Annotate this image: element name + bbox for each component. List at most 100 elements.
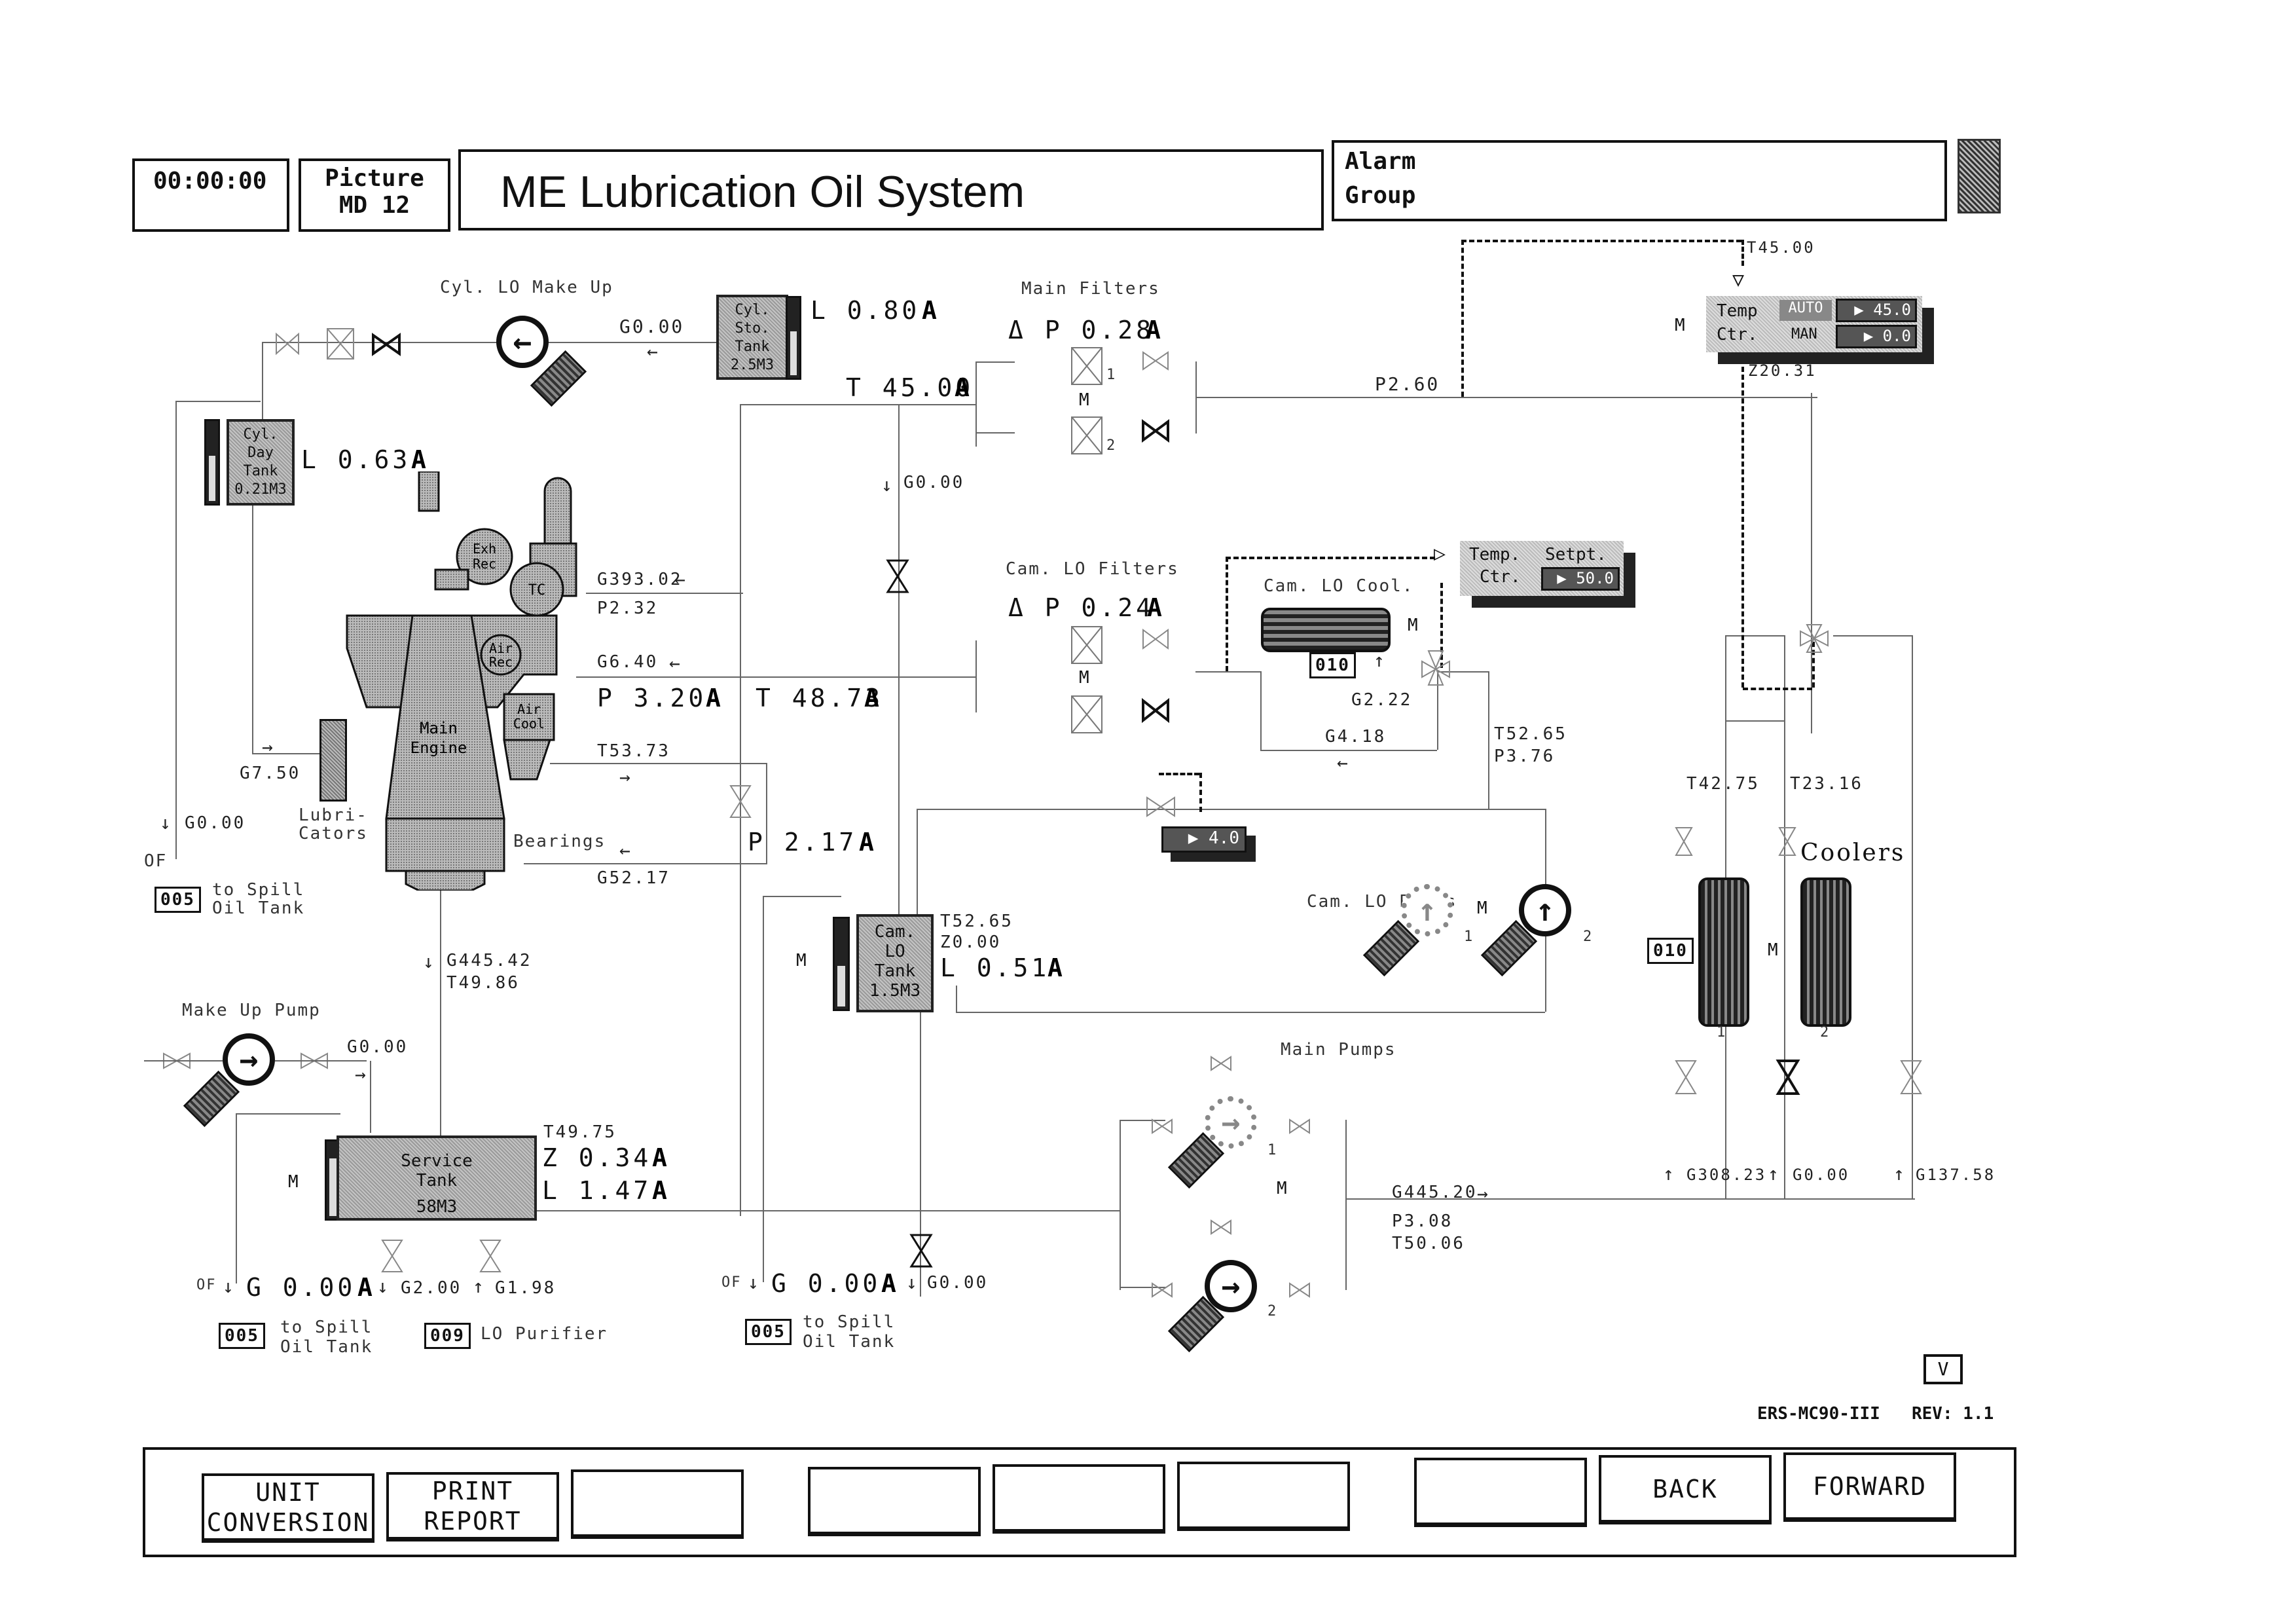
cyl-day-tank[interactable]: Cyl. Day Tank 0.21M3 <box>227 419 295 506</box>
cam-lo-cooler[interactable] <box>1261 608 1391 652</box>
svg-text:Cool: Cool <box>513 716 545 731</box>
cam-filter-changeover-valves-icon[interactable] <box>1139 622 1172 733</box>
cooler-outlet-valves-icon[interactable] <box>1660 1054 1922 1100</box>
alarm-group-box[interactable]: Alarm Group <box>1332 140 1947 221</box>
function-key-6[interactable] <box>1177 1462 1350 1531</box>
lubricators-block[interactable] <box>319 719 347 802</box>
back-button[interactable]: BACK <box>1599 1455 1772 1524</box>
cam-lo-temp-controller[interactable]: Temp. Ctr. Setpt. ▶ 50.0 <box>1460 541 1624 596</box>
spill-tank-link-button[interactable]: 005 <box>219 1323 265 1349</box>
pump-number: 2 <box>1267 1303 1278 1320</box>
cam-bypass-valve-icon[interactable] <box>1144 786 1177 825</box>
cyl-lo-makeup-pump[interactable]: ← <box>496 316 549 368</box>
alarm-indicator: A <box>1147 593 1162 622</box>
main-filters-label: Main Filters <box>1021 279 1160 299</box>
cam-lo-cooler-label: Cam. LO Cool. <box>1264 576 1414 596</box>
lubricators-label: Lubri- <box>299 805 368 825</box>
tank-label: Sto. <box>735 320 770 337</box>
cam-three-way-valve-icon[interactable] <box>1419 648 1452 688</box>
mode-indicator: M <box>1079 390 1091 410</box>
flow-arrow-down-icon: ↓ <box>906 1272 919 1293</box>
main-engine-icon[interactable]: Main Engine Exh Rec TC Air Rec Air Cool <box>340 471 615 891</box>
bearings-valve-icon[interactable] <box>724 782 757 821</box>
main-pumps-temp: T50.06 <box>1392 1234 1465 1253</box>
cyl-sto-tank-level-gauge <box>786 296 801 380</box>
v-button[interactable]: V <box>1923 1354 1963 1384</box>
main-pump-1[interactable]: → <box>1205 1096 1257 1149</box>
flow-arrow-up-icon: ↑ <box>1768 1163 1781 1185</box>
control-signal-line <box>1461 240 1741 242</box>
lo-cooler-1[interactable] <box>1698 877 1749 1027</box>
main-lo-temp-controller[interactable]: Temp Ctr. AUTO ▶ 45.0 MAN ▶ 0.0 <box>1706 296 1922 352</box>
cam-bypass-valve-field[interactable]: ▶ 4.0 <box>1161 826 1247 853</box>
man-mode-button[interactable]: MAN <box>1791 326 1817 342</box>
alarm-indicator: A <box>411 445 426 474</box>
cyl-sto-tank[interactable]: Cyl. Sto. Tank 2.5M3 <box>716 295 788 380</box>
unit-conversion-button[interactable]: UNIT CONVERSION <box>202 1473 374 1543</box>
cam-lo-tank[interactable]: Cam. LO Tank 1.5M3 <box>856 914 934 1012</box>
cam-supply-valve-icon[interactable] <box>881 557 914 596</box>
svg-text:Main: Main <box>420 719 458 737</box>
function-key-7[interactable] <box>1414 1458 1587 1527</box>
filter-number: 1 <box>1106 367 1117 383</box>
cooler-bypass-three-way-valve-icon[interactable] <box>1798 622 1831 655</box>
bearings-label: Bearings <box>513 832 606 851</box>
bearings-pressure: P 2.17 <box>748 828 858 857</box>
main-pump-2[interactable]: → <box>1205 1260 1257 1312</box>
purifier-out-flow: G2.00 <box>401 1278 462 1298</box>
filter-changeover-valves-icon[interactable] <box>1139 341 1172 452</box>
makeup-pump[interactable]: → <box>223 1033 275 1086</box>
spill-tank-link-button[interactable]: 005 <box>745 1319 792 1345</box>
cooling-water-link-button[interactable]: 010 <box>1309 652 1356 678</box>
alarm-label: Alarm <box>1345 148 1416 175</box>
engine-drain-temp: T49.86 <box>446 973 520 993</box>
print-report-button[interactable]: PRINT REPORT <box>386 1472 559 1541</box>
cooler-inlet-valves-icon[interactable] <box>1672 825 1803 858</box>
alarm-indicator: A <box>955 373 970 402</box>
picture-id-box: Picture MD 12 <box>299 158 450 232</box>
function-key-5[interactable] <box>993 1464 1165 1534</box>
service-tank[interactable]: Service Tank 58M3 <box>337 1135 537 1221</box>
cooling-water-link-button[interactable]: 010 <box>1647 938 1694 964</box>
main-lo-temp: T 48.73 <box>756 684 884 712</box>
cam-lo-pump-2[interactable]: ↑ <box>1519 884 1571 936</box>
cam-lo-pump-1[interactable]: ↑ <box>1401 884 1453 936</box>
cam-lo-filter-1[interactable] <box>1071 626 1102 664</box>
man-output-field[interactable]: ▶ 0.0 <box>1836 325 1917 348</box>
makeup-valves-icon[interactable] <box>144 1051 393 1071</box>
alarm-indicator: A <box>1048 953 1063 982</box>
mode-indicator: M <box>1277 1179 1288 1198</box>
main-filter-2[interactable] <box>1071 416 1102 454</box>
auto-setpoint-field[interactable]: ▶ 45.0 <box>1836 299 1917 322</box>
spill-tank-link-button[interactable]: 005 <box>155 887 201 913</box>
cam-setpoint-field[interactable]: ▶ 50.0 <box>1541 567 1620 591</box>
tank-label: Cyl. <box>735 302 770 318</box>
flow-arrow-up-icon: ↑ <box>1374 650 1387 671</box>
auto-mode-button[interactable]: AUTO <box>1779 300 1832 321</box>
control-signal-line <box>1741 240 1744 266</box>
forward-button[interactable]: FORWARD <box>1783 1452 1956 1522</box>
purifier-valves-icon[interactable] <box>376 1236 507 1276</box>
control-signal-line <box>1226 557 1228 671</box>
main-filter-1[interactable] <box>1071 347 1102 385</box>
flow-arrow-left-icon: ← <box>619 840 632 861</box>
spill-tank-label: to Spill <box>280 1318 373 1337</box>
spill-tank-label: Oil Tank <box>212 898 305 918</box>
function-key-4[interactable] <box>808 1467 981 1536</box>
ctrl-label: Ctr. <box>1480 567 1521 587</box>
main-pump-valves-icon[interactable] <box>1139 1048 1336 1303</box>
lo-cooler-2[interactable] <box>1800 877 1851 1027</box>
function-key-3[interactable] <box>571 1469 744 1539</box>
control-signal-line <box>1226 557 1435 559</box>
cam-lo-filter-2[interactable] <box>1071 695 1102 733</box>
purifier-link-button[interactable]: 009 <box>424 1323 471 1349</box>
cam-pump-out-temp: T52.65 <box>1494 724 1567 744</box>
cam-drain-flow: G 0.00 <box>771 1269 881 1298</box>
cam-setpoint-value: 50.0 <box>1576 569 1614 587</box>
service-tank-level: L 1.47 <box>542 1176 652 1205</box>
cooler-number: 1 <box>1717 1024 1727 1041</box>
cam-drain-valve-icon[interactable] <box>905 1231 938 1270</box>
main-pumps-flow: G445.20 <box>1392 1183 1478 1202</box>
ctrl-label: Temp <box>1717 301 1758 321</box>
makeup-valves-icon[interactable] <box>275 327 432 360</box>
